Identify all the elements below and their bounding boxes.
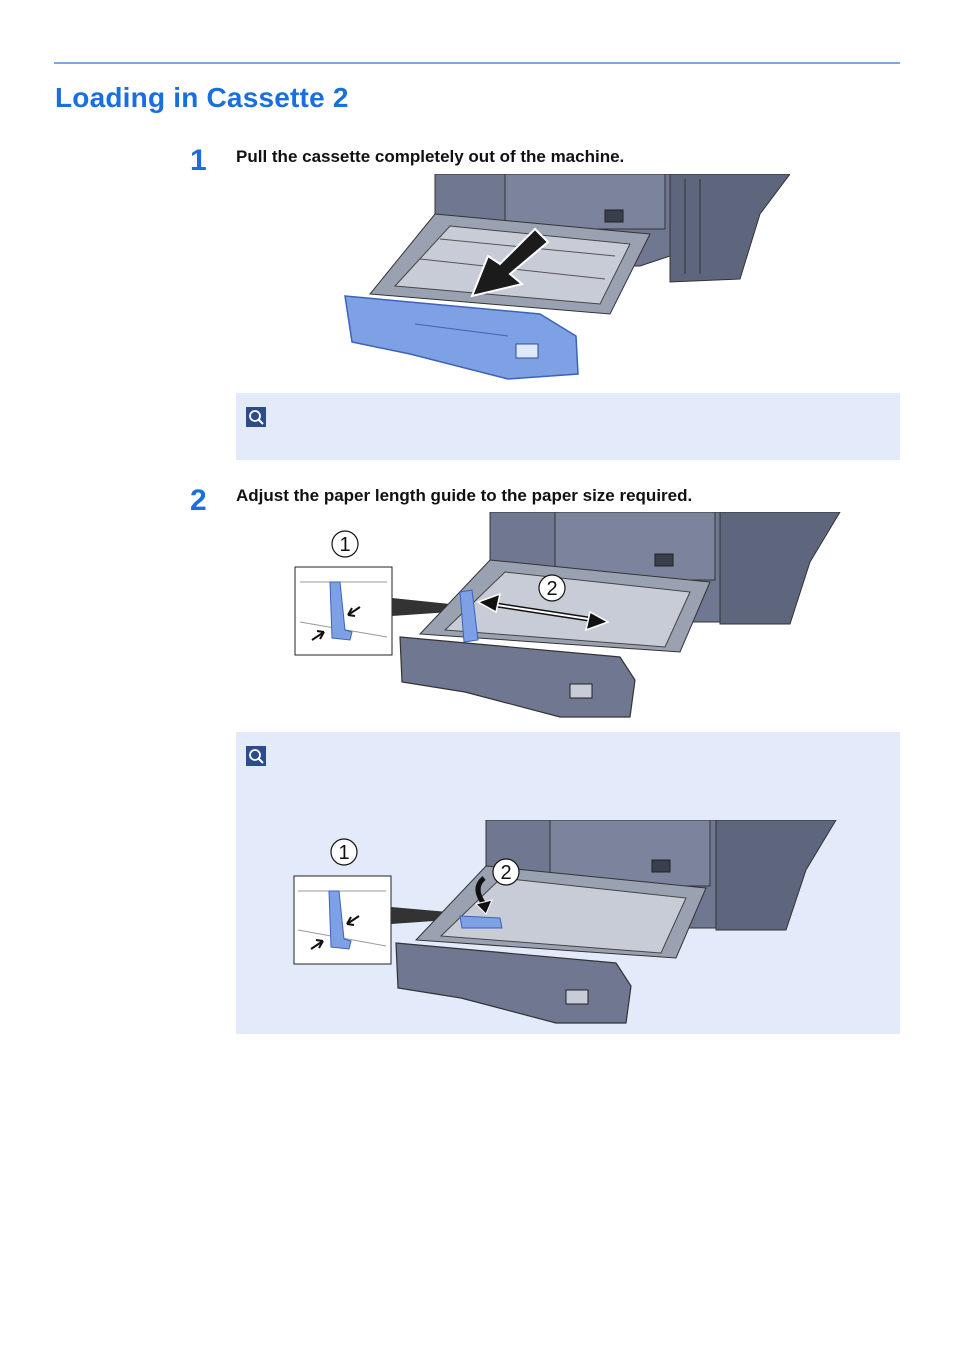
callout-1-marker: [331, 530, 359, 558]
callout-1-label: 1: [338, 842, 349, 864]
right-arrow-icon: [584, 610, 610, 632]
cassette-pulled-out-illustration: [344, 174, 790, 380]
callout-1-marker: [330, 838, 358, 866]
left-arrow-icon: [476, 592, 502, 614]
machine-handle-icon: [604, 209, 624, 223]
fold-arrow-icon: [475, 899, 493, 915]
step-2-text: Adjust the paper length guide to the pap…: [236, 486, 693, 505]
note-icon: [246, 746, 266, 766]
step-1-text: Pull the cassette completely out of the …: [236, 147, 625, 166]
callout-2-label: 2: [500, 862, 511, 884]
top-rule: [54, 62, 900, 64]
callout-2-marker: [538, 574, 566, 602]
guide-stopper-illustration: 1 2: [293, 820, 837, 1024]
note-icon: [246, 407, 266, 427]
step-1-number: 1: [190, 144, 207, 177]
note-box-1: [236, 393, 900, 460]
callout-2-marker: [492, 858, 520, 886]
length-guide-illustration: 1 2: [294, 512, 841, 718]
section-title: Loading in Cassette 2: [55, 82, 349, 113]
pull-arrow-icon: [470, 227, 550, 298]
callout-2-label: 2: [546, 578, 557, 600]
callout-1-label: 1: [339, 534, 350, 556]
step-2-number: 2: [190, 484, 207, 517]
